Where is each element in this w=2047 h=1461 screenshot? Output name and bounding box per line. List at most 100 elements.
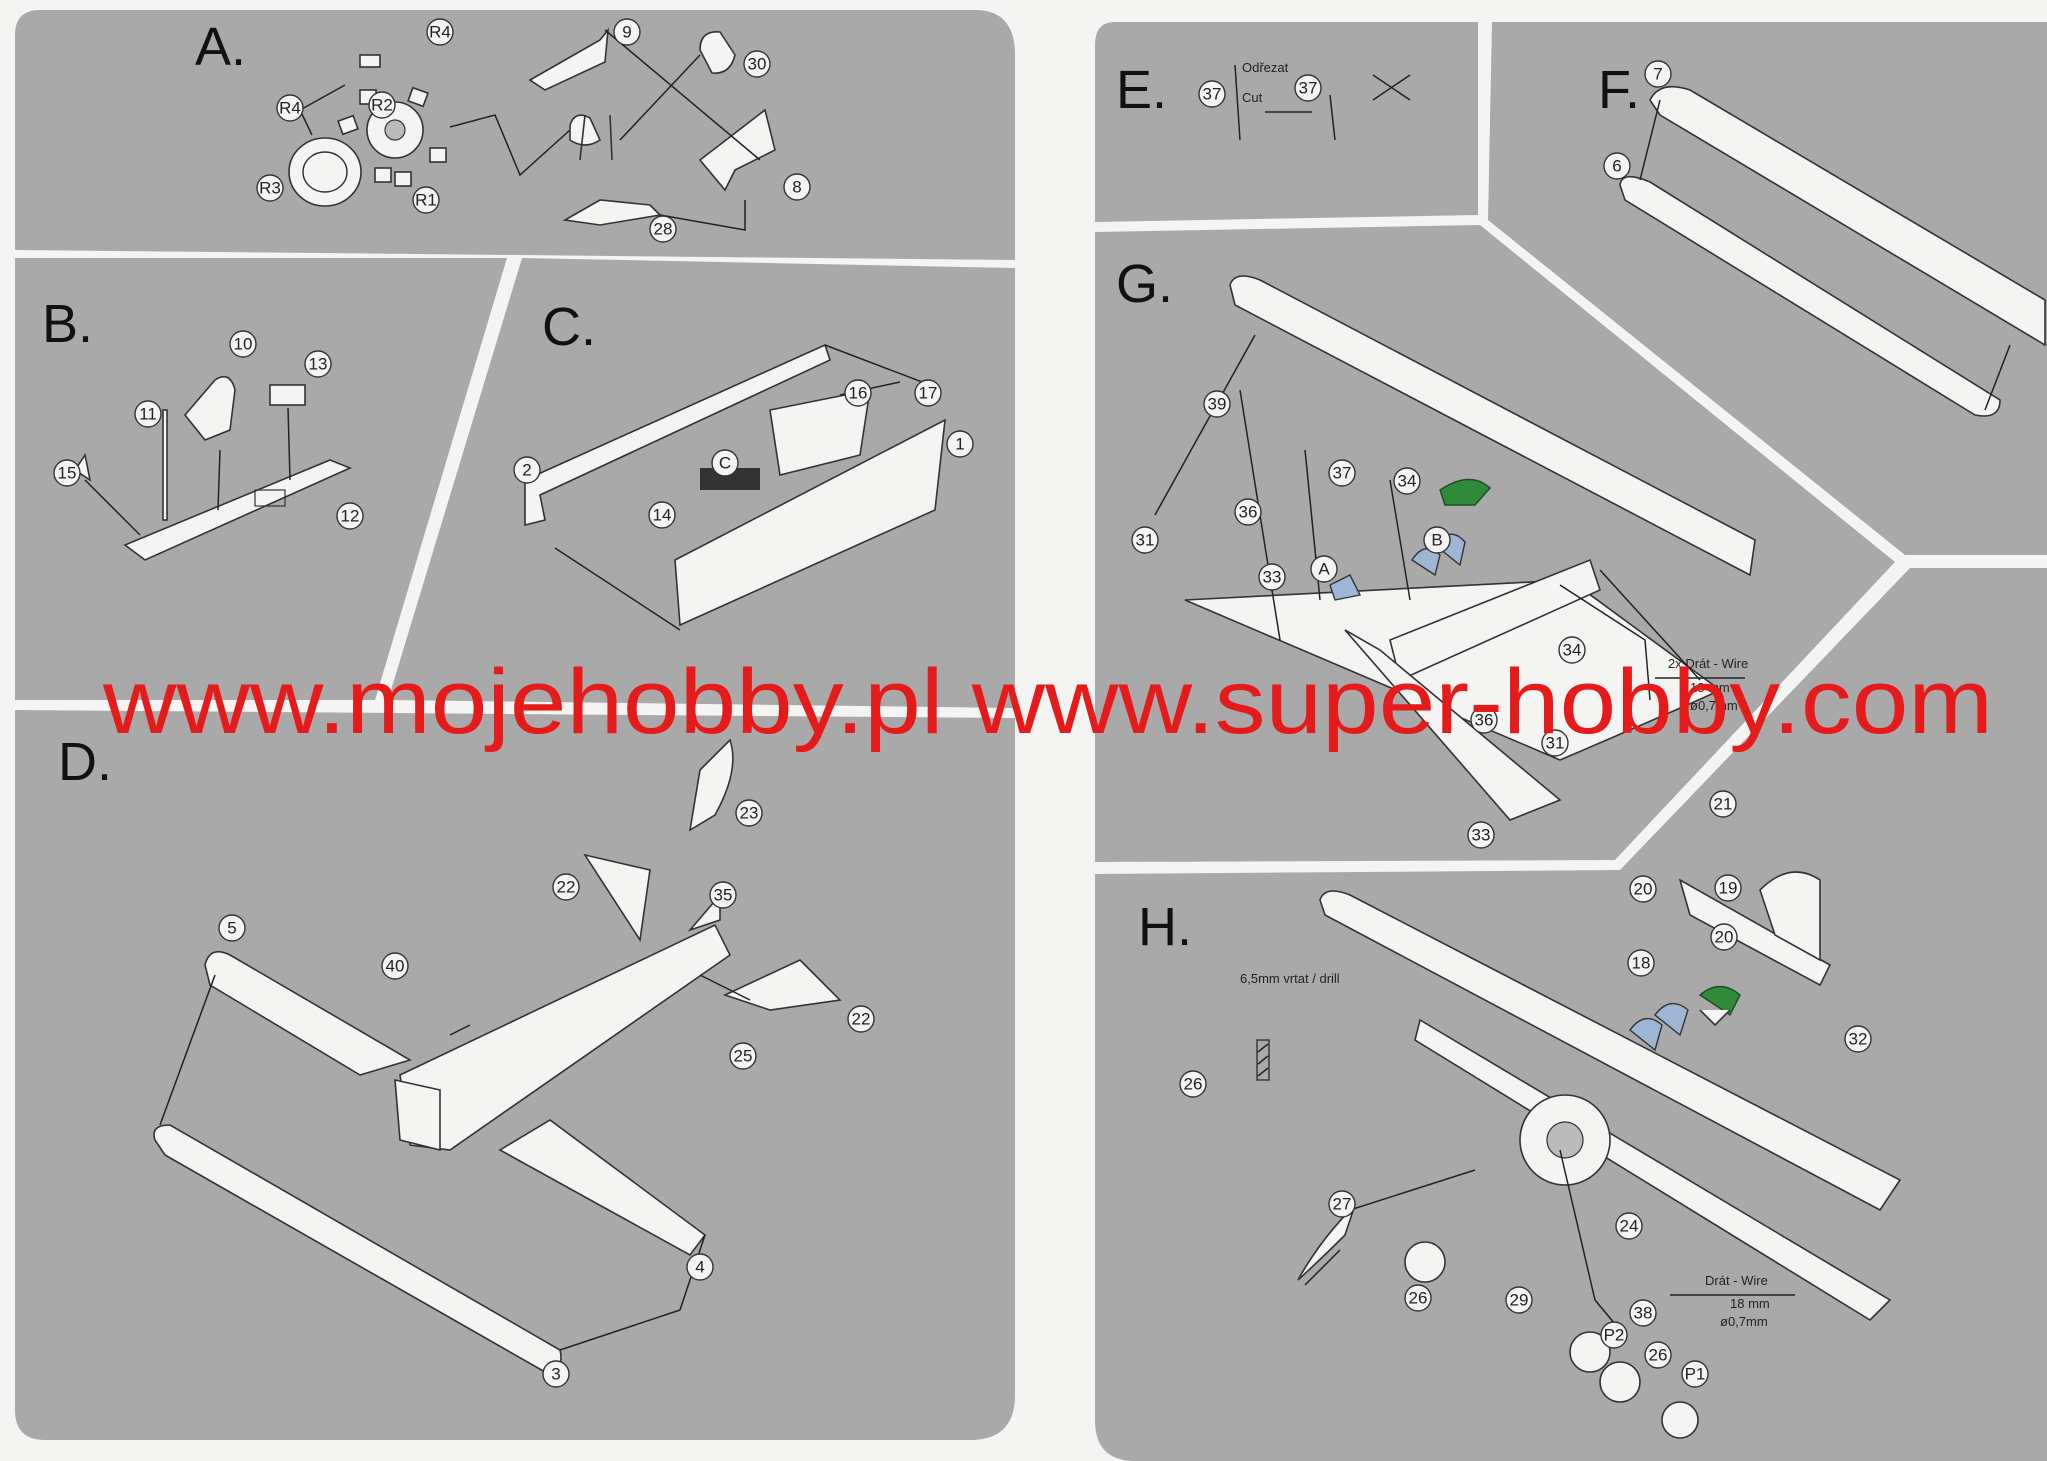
callout-g-31: 31 <box>1541 729 1569 757</box>
h-wire-diameter: ø0,7mm <box>1720 1314 1768 1329</box>
callout-circle <box>1328 459 1356 487</box>
callout-circle <box>1203 390 1231 418</box>
callout-d-5: 5 <box>218 914 246 942</box>
callout-h-19: 19 <box>1714 874 1742 902</box>
callout-circle <box>847 1005 875 1033</box>
callout-a-r1: R1 <box>412 186 440 214</box>
callout-h-29: 29 <box>1505 1286 1533 1314</box>
callout-circle <box>1131 526 1159 554</box>
callout-number: R4 <box>279 99 301 118</box>
callout-a-r4: R4 <box>426 18 454 46</box>
step-label-b: B. <box>42 294 93 354</box>
callout-a-r2: R2 <box>368 91 396 119</box>
step-h-assembled-biplane-drawing <box>1256 871 1902 1439</box>
callout-g-34: 34 <box>1393 467 1421 495</box>
callout-h-27: 27 <box>1328 1190 1356 1218</box>
callout-c-14: 14 <box>648 501 676 529</box>
callout-circle <box>1629 1299 1657 1327</box>
step-d-fuselage-drawing <box>153 738 842 1373</box>
callout-circle <box>229 330 257 358</box>
callout-number: 14 <box>653 506 672 525</box>
callout-circle <box>1541 729 1569 757</box>
callout-a-9: 9 <box>613 18 641 46</box>
callout-circle <box>914 379 942 407</box>
callout-number: 26 <box>1409 1289 1428 1308</box>
g-wire-diameter: ø0,7mm <box>1690 698 1738 713</box>
callout-number: 37 <box>1203 85 1222 104</box>
callout-number: 34 <box>1398 472 1417 491</box>
callout-number: 5 <box>227 919 236 938</box>
callout-circle <box>1710 923 1738 951</box>
callout-number: R1 <box>415 191 437 210</box>
step-e-strut-cut-drawing: Odřezat Cut <box>1234 60 1411 141</box>
callout-circle <box>783 173 811 201</box>
callout-d-23: 23 <box>735 799 763 827</box>
g-wire-label: 2x Drát - Wire <box>1668 656 1748 671</box>
callout-b-10: 10 <box>229 330 257 358</box>
callout-f-6: 6 <box>1603 152 1631 180</box>
callout-a-r4: R4 <box>276 94 304 122</box>
callout-g-33: 33 <box>1467 821 1495 849</box>
callout-circle <box>709 881 737 909</box>
callout-g-39: 39 <box>1203 390 1231 418</box>
callout-c-16: 16 <box>844 379 872 407</box>
callout-circle <box>1179 1070 1207 1098</box>
cut-label: Cut <box>1242 90 1263 105</box>
callout-b-15: 15 <box>53 459 81 487</box>
callout-number: 22 <box>557 878 576 897</box>
step-label-g: G. <box>1116 254 1173 314</box>
callout-circle <box>1234 498 1262 526</box>
callout-circle <box>1294 74 1322 102</box>
panel-e-background <box>1095 22 1478 222</box>
callout-circle <box>1404 1284 1432 1312</box>
step-label-e: E. <box>1116 60 1167 120</box>
callout-circle <box>686 1253 714 1281</box>
panel-f-background <box>1488 22 2047 555</box>
callout-circle <box>368 91 396 119</box>
callout-circle <box>276 94 304 122</box>
callout-circle <box>381 952 409 980</box>
callout-c-17: 17 <box>914 379 942 407</box>
callout-circle <box>1844 1025 1872 1053</box>
callout-number: 36 <box>1239 503 1258 522</box>
callout-g-31: 31 <box>1131 526 1159 554</box>
callout-h-24: 24 <box>1615 1212 1643 1240</box>
callout-a-8: 8 <box>783 173 811 201</box>
callout-number: 15 <box>58 464 77 483</box>
odfezat-label: Odřezat <box>1242 60 1289 75</box>
callout-number: A <box>1318 560 1330 579</box>
callout-circle <box>1505 1286 1533 1314</box>
callout-number: R3 <box>259 179 281 198</box>
callout-number: 25 <box>734 1047 753 1066</box>
callout-number: 20 <box>1634 880 1653 899</box>
callout-circle <box>552 873 580 901</box>
callout-h-p2: P2 <box>1600 1321 1628 1349</box>
callout-number: 36 <box>1475 711 1494 730</box>
callout-number: 37 <box>1299 79 1318 98</box>
callout-d-3: 3 <box>542 1360 570 1388</box>
callout-circle <box>1310 555 1338 583</box>
callout-number: 26 <box>1649 1346 1668 1365</box>
callout-number: 8 <box>792 178 801 197</box>
callout-circle <box>743 50 771 78</box>
callout-number: 33 <box>1263 568 1282 587</box>
callout-number: 16 <box>849 384 868 403</box>
callout-circle <box>256 174 284 202</box>
callout-circle <box>1470 706 1498 734</box>
callout-number: R4 <box>429 23 451 42</box>
callout-number: 18 <box>1632 954 1651 973</box>
step-label-c: C. <box>542 297 596 357</box>
callout-circle <box>1328 1190 1356 1218</box>
callout-e-37: 37 <box>1294 74 1322 102</box>
callout-circle <box>711 449 739 477</box>
callout-number: P1 <box>1685 1365 1706 1384</box>
callout-circle <box>648 501 676 529</box>
callout-circle <box>1644 60 1672 88</box>
callout-number: 24 <box>1620 1217 1639 1236</box>
callout-d-22: 22 <box>847 1005 875 1033</box>
callout-circle <box>1258 563 1286 591</box>
callout-g-37: 37 <box>1328 459 1356 487</box>
callout-circle <box>1709 790 1737 818</box>
